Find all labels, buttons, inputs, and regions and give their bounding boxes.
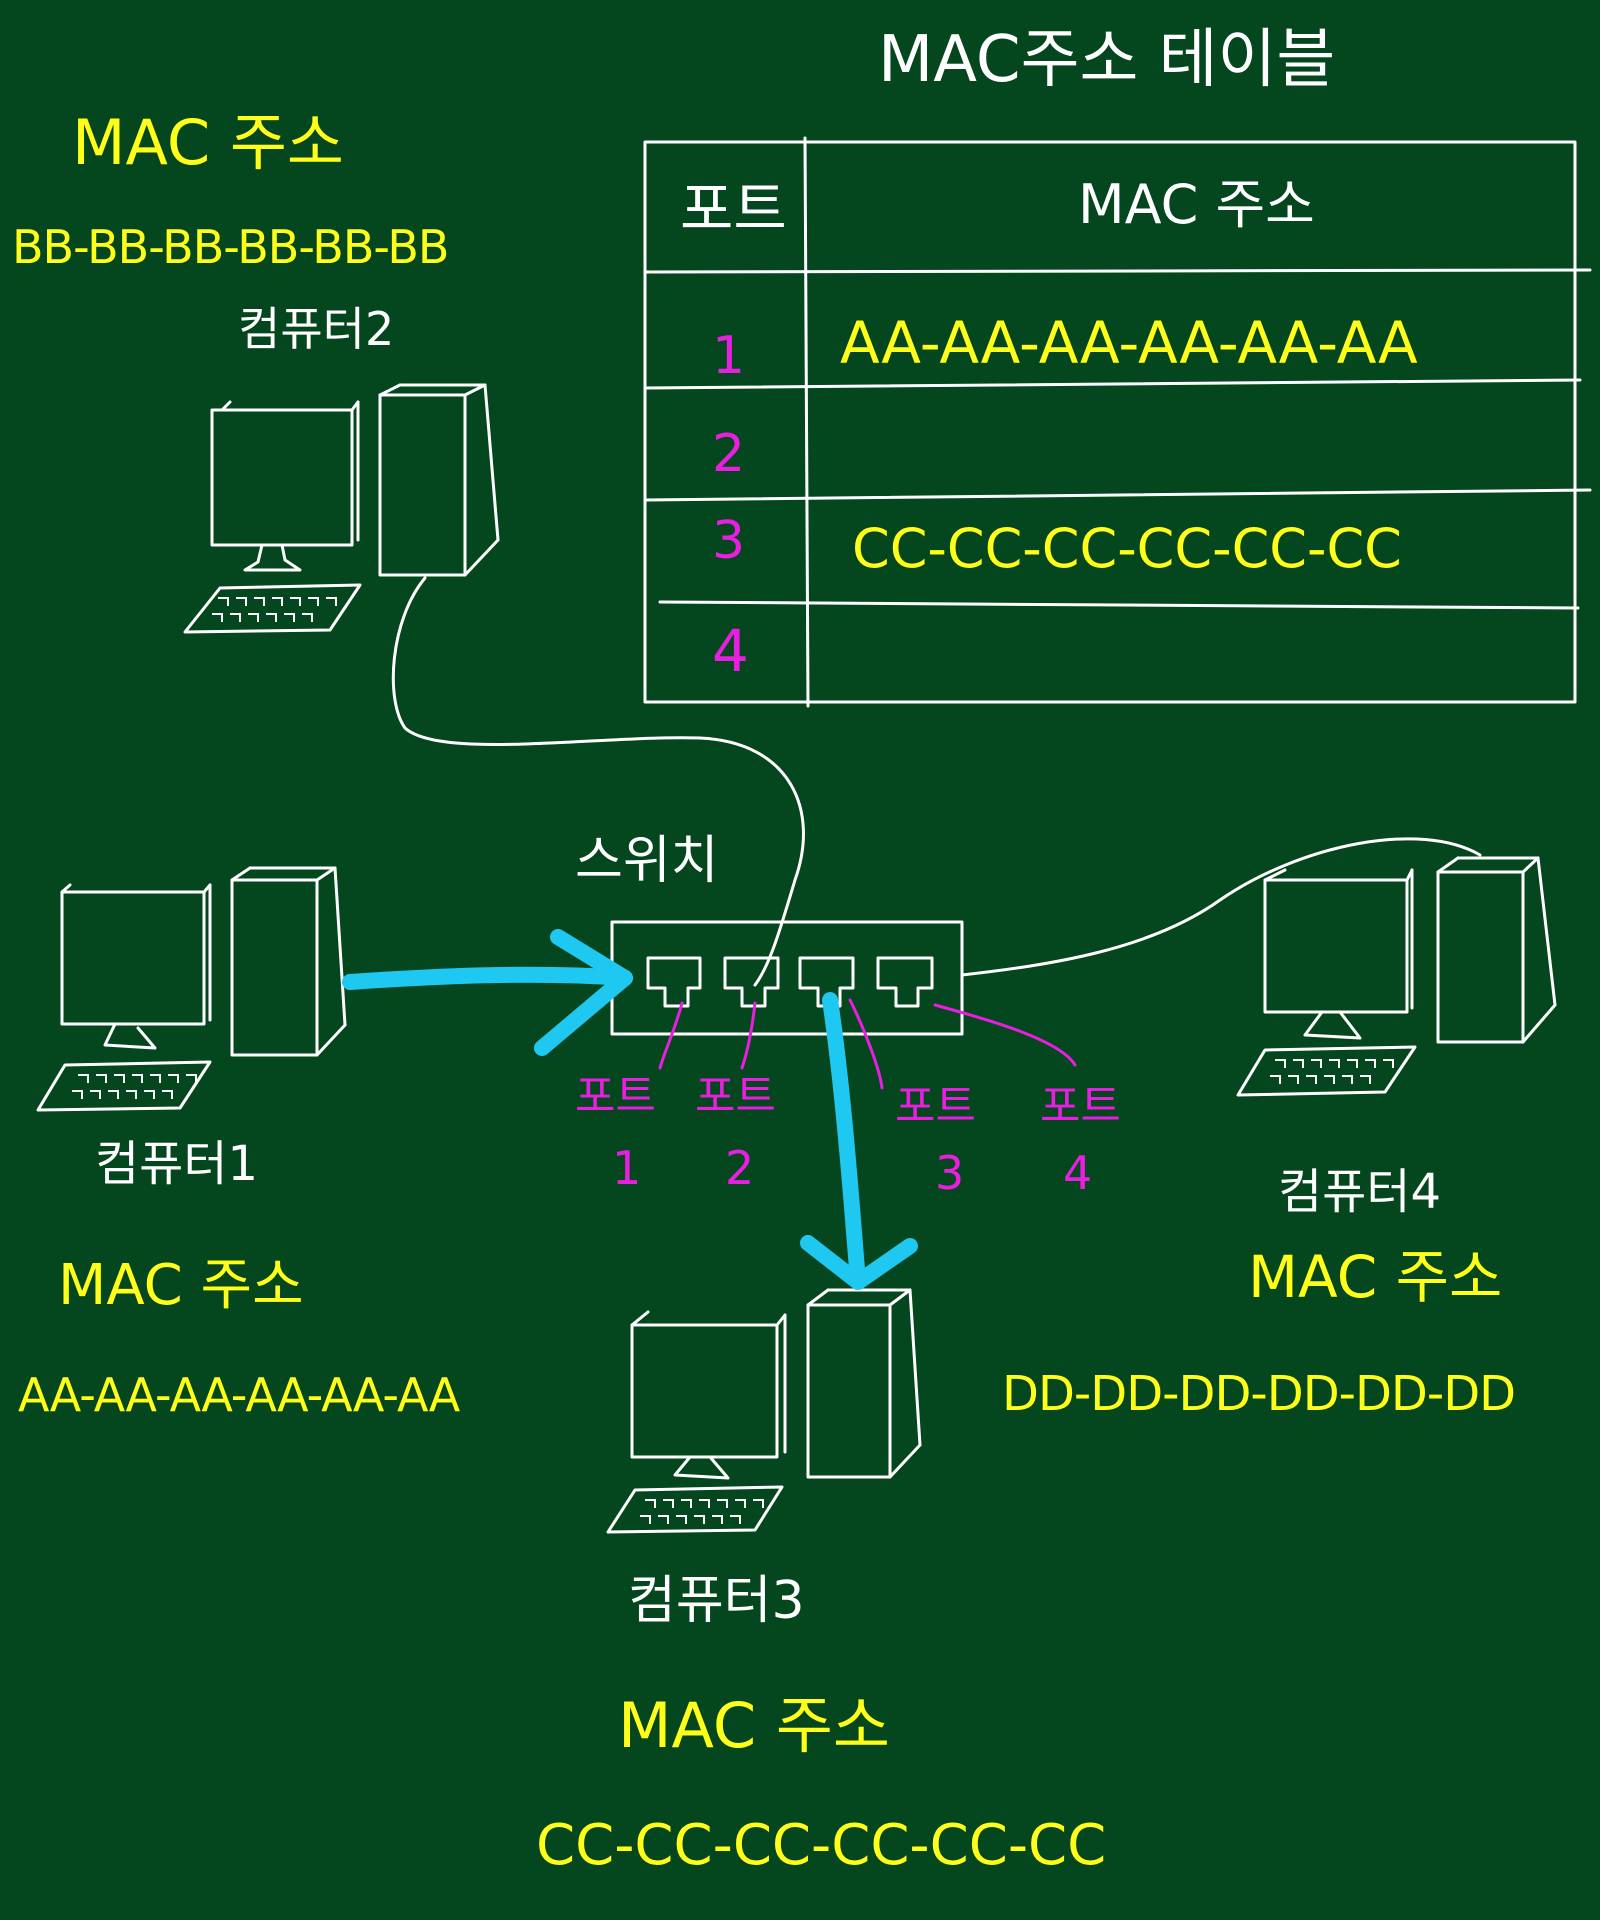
table-title: MAC주소 테이블 xyxy=(878,23,1336,97)
table-row-2-port: 2 xyxy=(712,424,746,484)
pc4-mac-address: DD-DD-DD-DD-DD-DD xyxy=(1002,1366,1516,1422)
arrow-pc1-to-switch xyxy=(342,966,633,990)
cable-pc2-port2 xyxy=(391,576,805,987)
table-row-3-mac: CC-CC-CC-CC-CC-CC xyxy=(852,517,1402,580)
pc2-mac-label: MAC 주소 xyxy=(72,106,344,179)
computer-1-icon xyxy=(36,866,347,1112)
table-row-3-port: 3 xyxy=(712,511,746,571)
pc4-name: 컴퓨터4 xyxy=(1278,1164,1442,1220)
pc2-mac-address: BB-BB-BB-BB-BB-BB xyxy=(12,220,449,274)
table-header-mac: MAC 주소 xyxy=(1078,173,1315,236)
table-row-1-port: 1 xyxy=(712,326,746,386)
switch-label: 스위치 xyxy=(575,831,719,891)
computer-2-icon xyxy=(183,383,500,634)
table-header-port: 포트 xyxy=(680,175,787,243)
computer-4-icon xyxy=(1236,856,1557,1097)
port-2-number: 2 xyxy=(725,1141,755,1195)
cable-pc4-port4 xyxy=(960,837,1482,977)
computer-3-icon xyxy=(606,1288,922,1534)
pc3-mac-address: CC-CC-CC-CC-CC-CC xyxy=(536,1813,1107,1878)
pc1-mac-label: MAC 주소 xyxy=(58,1253,304,1318)
arrowhead-switch xyxy=(534,929,633,1056)
pc1-mac-address: AA-AA-AA-AA-AA-AA xyxy=(18,1368,460,1422)
port-leader-lines xyxy=(658,998,1077,1090)
frame-flow-arrows xyxy=(342,929,918,1290)
port-4-number: 4 xyxy=(1063,1146,1093,1200)
arrow-switch-to-pc3 xyxy=(822,992,866,1290)
port-3-label: 포트 xyxy=(895,1081,976,1132)
port-1-label: 포트 xyxy=(575,1071,656,1122)
table-row-4-port: 4 xyxy=(712,617,749,685)
arrowhead-pc3 xyxy=(800,1235,918,1290)
table-row-1-mac: AA-AA-AA-AA-AA-AA xyxy=(840,309,1418,377)
port-4-label: 포트 xyxy=(1040,1081,1121,1132)
switch-box xyxy=(610,920,964,1036)
pc3-mac-label: MAC 주소 xyxy=(618,1689,890,1762)
port-1-number: 1 xyxy=(612,1141,642,1195)
pc4-mac-label: MAC 주소 xyxy=(1248,1243,1503,1311)
pc3-name: 컴퓨터3 xyxy=(628,1571,805,1631)
mac-table-grid xyxy=(643,136,1592,708)
pc1-name: 컴퓨터1 xyxy=(95,1136,259,1192)
keyboard-keys xyxy=(72,597,1394,1524)
pc2-name: 컴퓨터2 xyxy=(238,302,395,356)
port-2-label: 포트 xyxy=(695,1071,776,1122)
port-3-number: 3 xyxy=(935,1146,965,1200)
